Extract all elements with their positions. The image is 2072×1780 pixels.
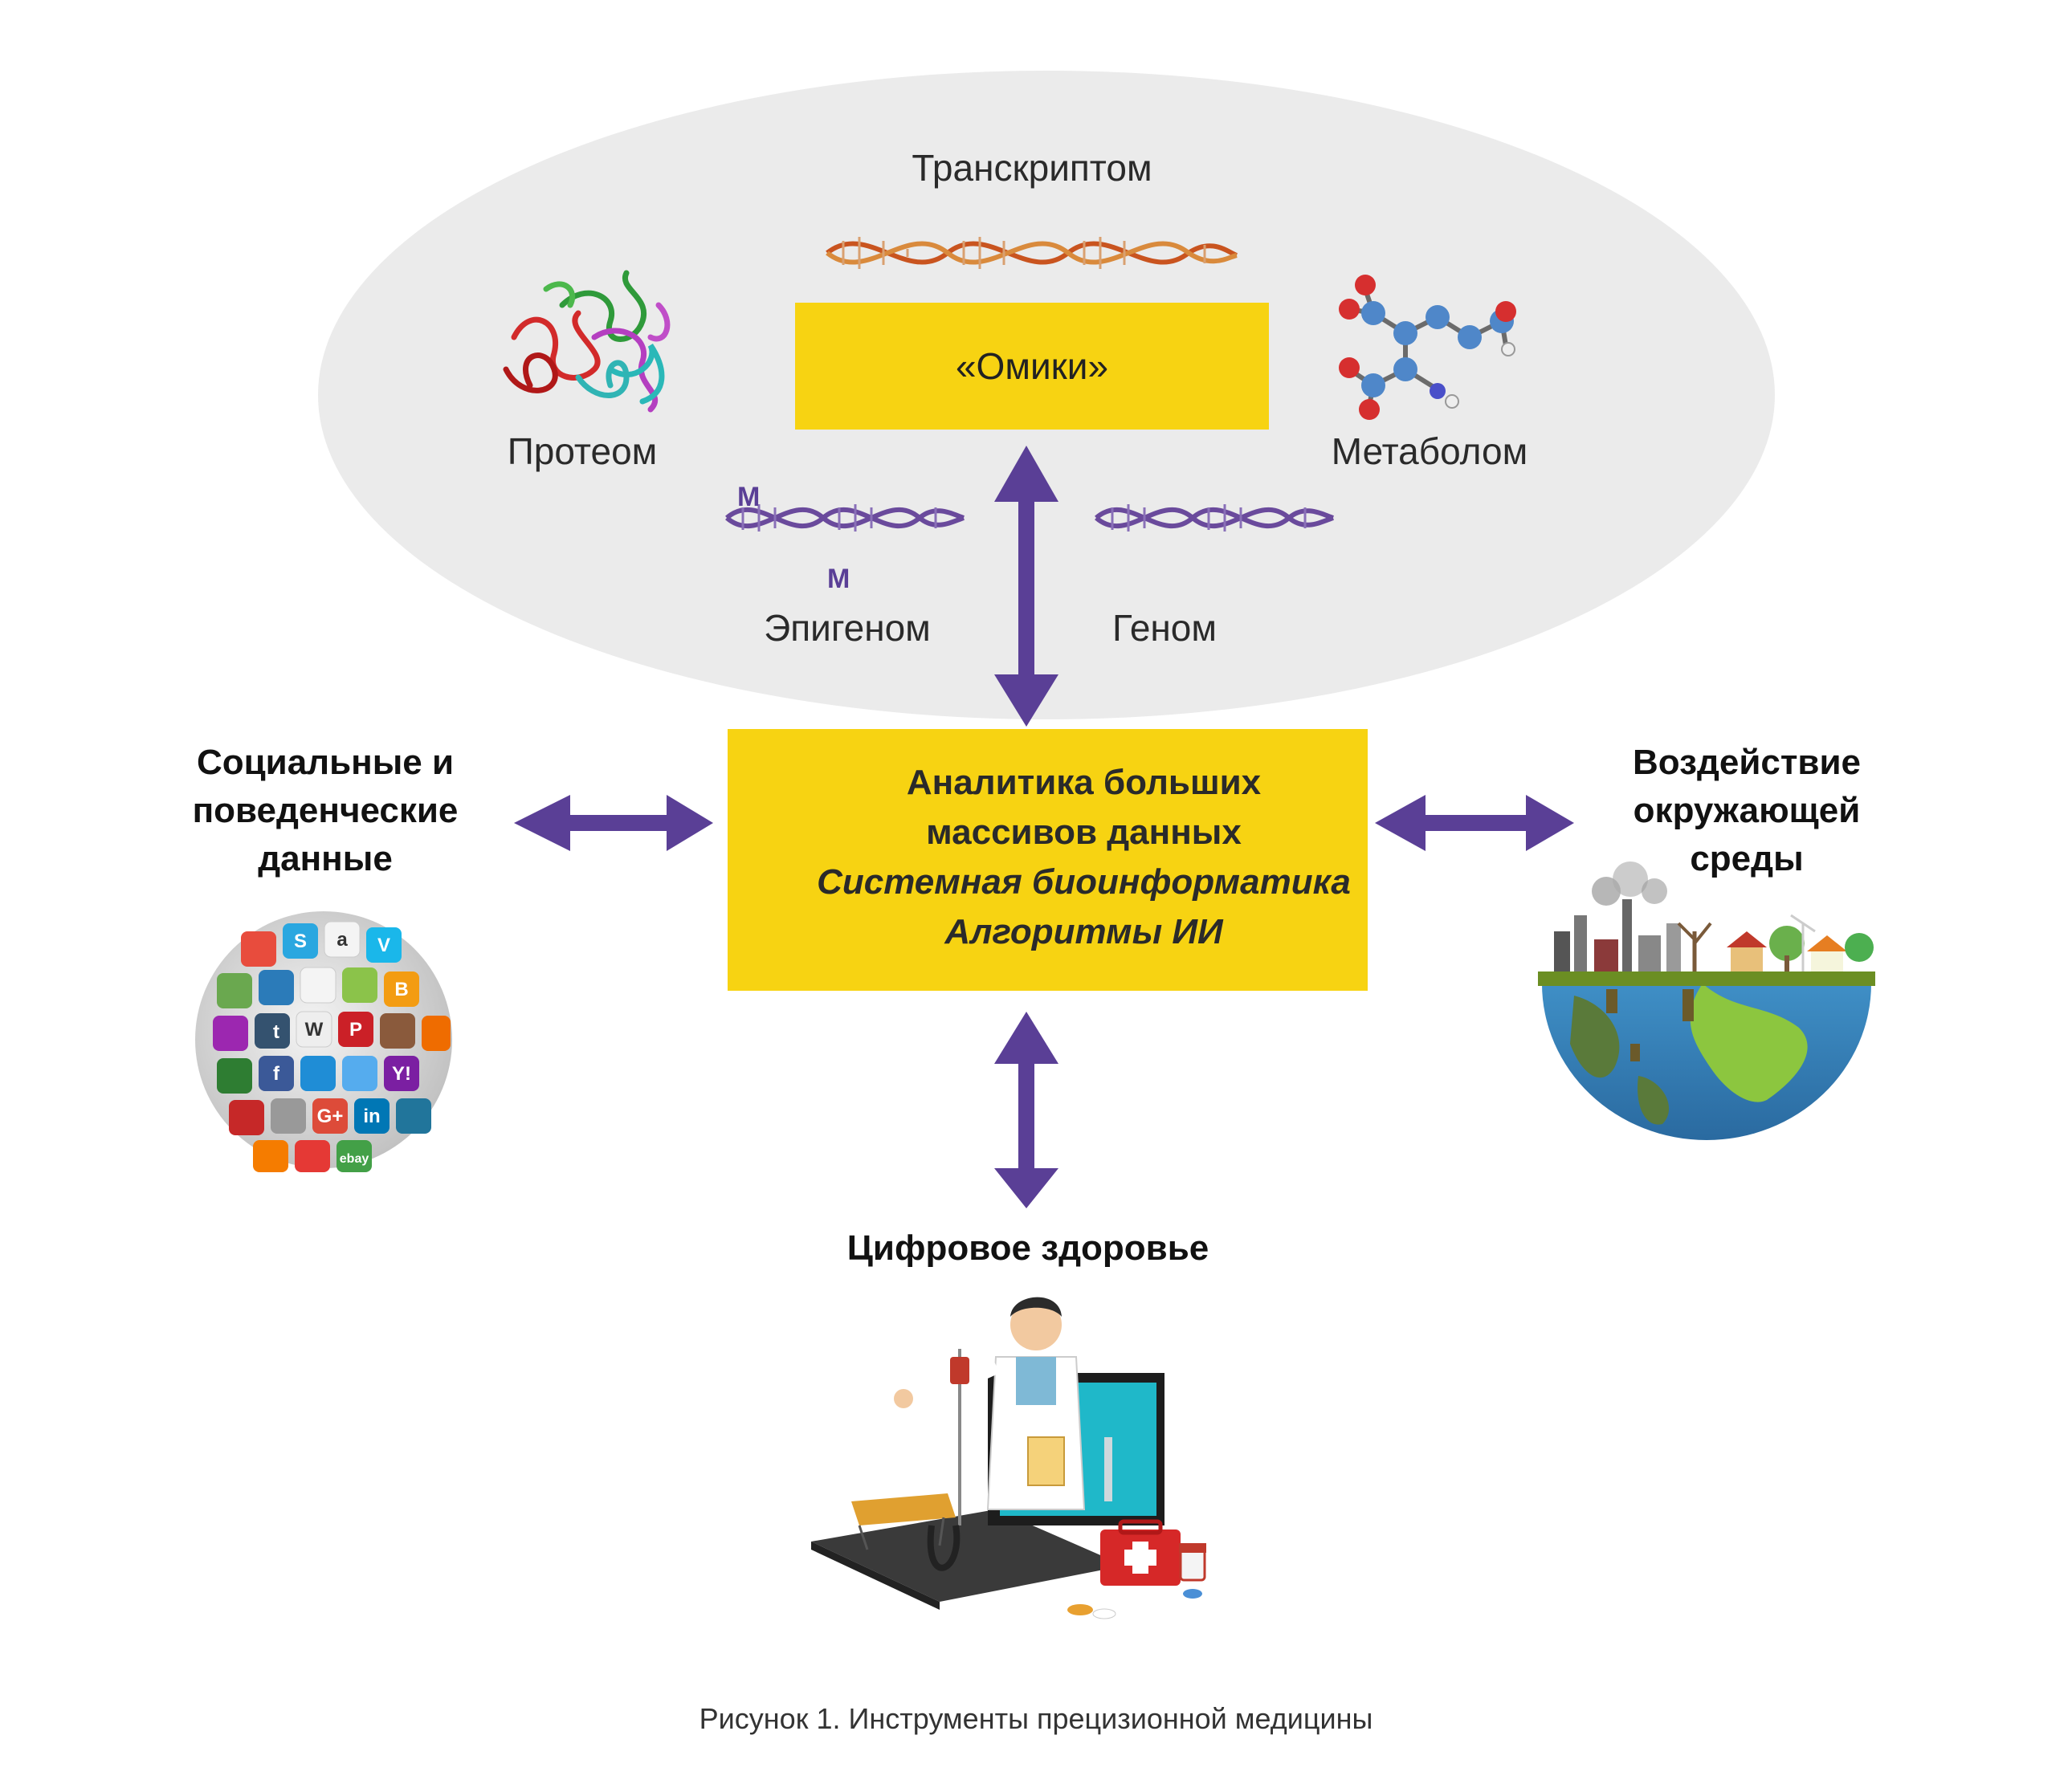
earth-environment-icon bbox=[1538, 861, 1875, 1140]
social-label-line2: поведенческие bbox=[192, 791, 459, 830]
analytics-title-line1: Аналитика больших bbox=[906, 763, 1262, 802]
city-buildings bbox=[1554, 861, 1681, 971]
green-village bbox=[1677, 914, 1874, 971]
arrow-omics-center bbox=[994, 446, 1058, 727]
methyl-mark-bottom: M bbox=[827, 564, 850, 594]
methyl-mark-top: M bbox=[737, 482, 761, 512]
ai-algorithms-label: Алгоритмы ИИ bbox=[944, 912, 1223, 951]
app-icon-p: P bbox=[349, 1019, 362, 1041]
doctor-laptop-icon bbox=[811, 1297, 1206, 1619]
social-media-globe-icon: S a V t W P in f Y! ebay G+ B bbox=[195, 911, 452, 1172]
environment-label-line3: среды bbox=[1690, 839, 1804, 878]
epigenome-label: Эпигеном bbox=[764, 607, 931, 649]
digital-health-label: Цифровое здоровье bbox=[846, 1228, 1209, 1268]
app-icon-y: Y! bbox=[392, 1063, 411, 1085]
transcriptome-dna-icon bbox=[826, 237, 1238, 269]
app-icon-s: S bbox=[294, 931, 307, 952]
environment-label-line1: Воздействие bbox=[1633, 743, 1861, 782]
environment-label: Воздействие окружающей среды bbox=[1574, 739, 1919, 883]
arrow-center-environment bbox=[1375, 795, 1574, 851]
genome-label: Геном bbox=[1111, 607, 1218, 649]
transcriptome-label: Транскриптом bbox=[912, 147, 1152, 189]
app-icon-ebay: ebay bbox=[340, 1152, 369, 1166]
protein-structure-icon bbox=[503, 270, 671, 413]
app-icon-a: a bbox=[336, 929, 348, 951]
omics-title: «Омики» bbox=[955, 345, 1109, 387]
proteome-label: Протеом bbox=[507, 430, 658, 472]
analytics-box: Аналитика больших массивов данных Систем… bbox=[728, 729, 1368, 991]
app-icon-v: V bbox=[377, 935, 390, 956]
social-label-line1: Социальные и bbox=[196, 743, 455, 782]
app-icon-gplus: G+ bbox=[317, 1106, 344, 1127]
bioinformatics-label: Системная биоинформатика bbox=[817, 862, 1351, 902]
environment-label-line2: окружающей bbox=[1633, 791, 1861, 830]
arrow-center-digital bbox=[994, 1012, 1058, 1208]
molecule-icon bbox=[1339, 275, 1516, 420]
figure-caption: Рисунок 1. Инструменты прецизионной меди… bbox=[699, 1702, 1373, 1735]
app-icon-in: in bbox=[363, 1106, 380, 1127]
genome-dna-icon bbox=[1095, 504, 1334, 532]
epigenome-dna-icon bbox=[725, 504, 965, 532]
app-icon-t: t bbox=[273, 1021, 279, 1043]
arrow-social-center bbox=[514, 795, 713, 851]
social-label: Социальные и поведенческие данные bbox=[153, 739, 498, 883]
omics-box: «Омики» bbox=[795, 303, 1269, 430]
analytics-title-line2: массивов данных bbox=[926, 813, 1242, 852]
app-icon-w: W bbox=[305, 1019, 324, 1041]
app-icon-f: f bbox=[273, 1063, 280, 1085]
metabolome-label: Метаболом bbox=[1331, 430, 1528, 472]
app-icon-b: B bbox=[394, 979, 408, 1000]
social-label-line3: данные bbox=[258, 839, 393, 878]
